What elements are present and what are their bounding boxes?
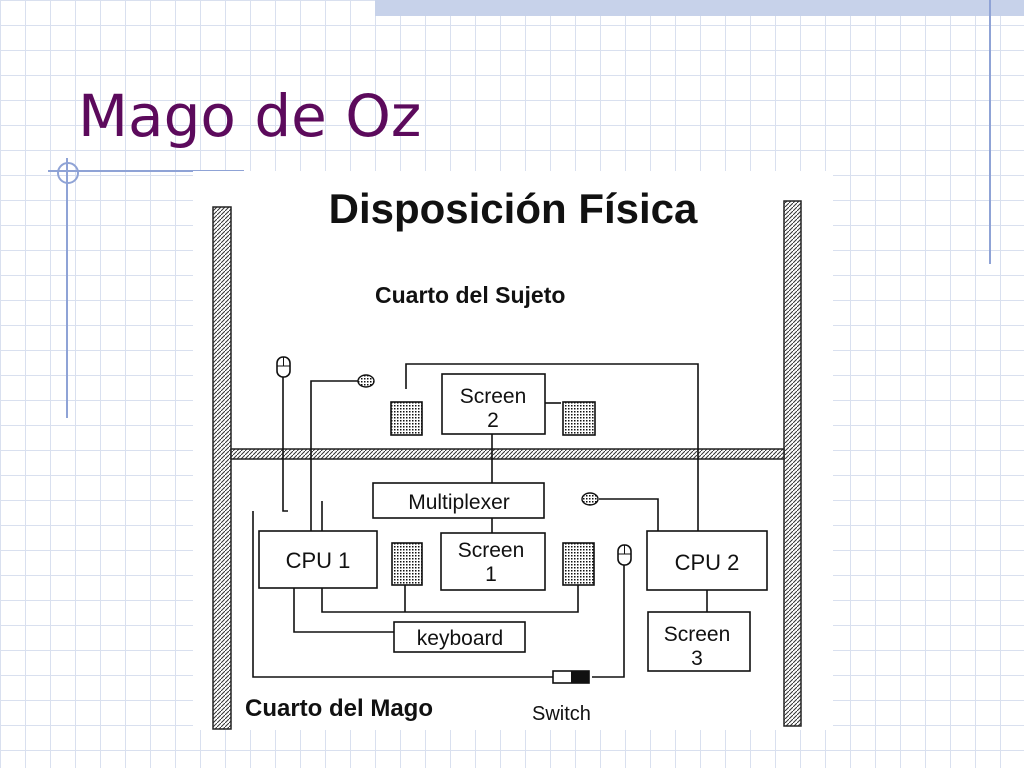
speaker-icon-subject-right [562, 401, 596, 436]
diagram-heading: Disposición Física [329, 185, 698, 232]
wire-cpu1-keyboard [293, 588, 394, 633]
wire-trackball2-cpu2 [599, 498, 659, 531]
speaker-icon-wizard-left [391, 542, 423, 586]
multiplexer-box [372, 482, 545, 519]
decorative-horizontal-line [48, 170, 244, 172]
right-wall [783, 200, 802, 727]
mouse-icon-subject [276, 356, 291, 378]
screen-3-label-line2: 3 [691, 647, 703, 670]
switch-label: Switch [532, 703, 591, 725]
keyboard-box [393, 621, 526, 653]
switch-icon [552, 670, 590, 684]
wire-speakers2-cpu2 [405, 363, 699, 531]
slide-title: Mago de Oz [78, 82, 422, 150]
screen-2-box [441, 373, 546, 435]
screen-3-box [647, 611, 751, 672]
speaker-icon-wizard-right [562, 542, 595, 586]
keyboard-label: keyboard [417, 627, 503, 650]
top-decorative-band [375, 0, 1024, 16]
left-wall [212, 206, 232, 730]
decorative-vertical-line-left [66, 158, 68, 418]
partition-wall [230, 448, 785, 460]
decorative-circle [57, 162, 79, 184]
wire-trackball1-cpu1 [310, 380, 361, 531]
cpu-2-label: CPU 2 [675, 550, 740, 575]
screen-1-box [440, 532, 546, 591]
decorative-vertical-line-right [989, 0, 991, 264]
connection-wires [252, 363, 708, 678]
screen-2-label-line1: Screen [460, 385, 527, 408]
subject-room-label: Cuarto del Sujeto [375, 282, 565, 308]
diagram-svg: Disposición Física Cuarto del Sujeto Cua… [212, 185, 802, 730]
wizard-room-label: Cuarto del Mago [245, 695, 433, 722]
wire-cpu1-switch [252, 511, 553, 678]
cpu-2-box [646, 530, 768, 591]
screen-1-label-line1: Screen [458, 539, 525, 562]
trackball-icon-subject [357, 374, 375, 388]
speaker-icon-subject-left [390, 401, 423, 436]
screen-1-label-line2: 1 [485, 563, 497, 586]
wire-mouse1-cpu1 [282, 377, 288, 512]
cpu-1-label: CPU 1 [286, 548, 351, 573]
wire-mouse2-switch [592, 565, 625, 678]
mouse-icon-wizard [617, 544, 632, 566]
physical-layout-diagram: Disposición Física Cuarto del Sujeto Cua… [193, 171, 833, 730]
cpu-1-box [258, 530, 378, 589]
screen-3-label-line1: Screen [664, 623, 731, 646]
wire-cpu1-speakers1 [321, 585, 579, 613]
trackball-icon-wizard [581, 492, 599, 506]
multiplexer-label: Multiplexer [408, 491, 510, 514]
screen-2-label-line2: 2 [487, 409, 499, 432]
